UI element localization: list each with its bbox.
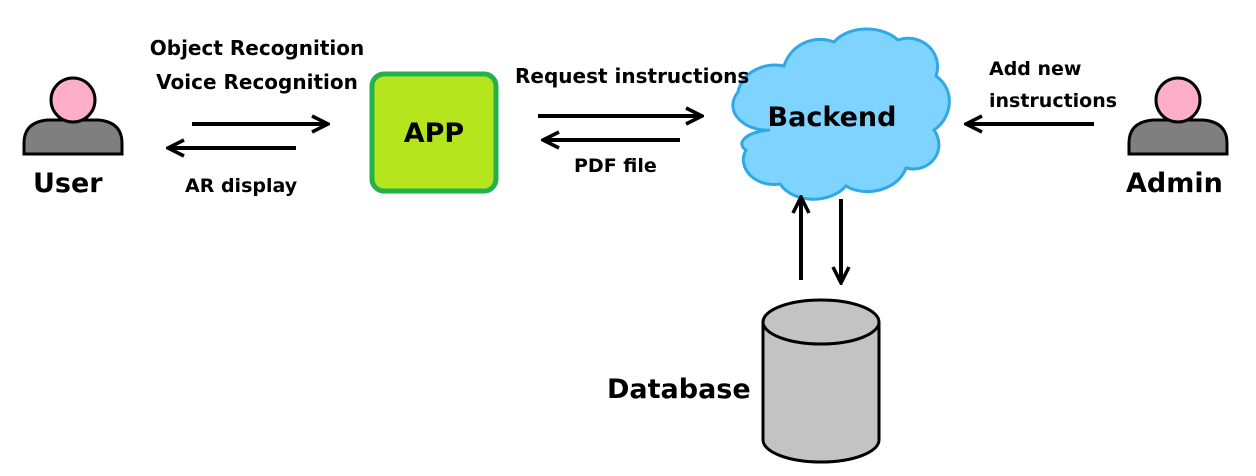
backend-label: Backend [767, 102, 897, 133]
database-body-icon [761, 322, 881, 464]
user-to-app-label-line2: Voice Recognition [156, 70, 358, 94]
database-top-icon [761, 298, 881, 346]
backend-to-app-label: PDF file [574, 155, 657, 177]
app-label: APP [403, 118, 465, 149]
admin-to-backend-label-line1: Add new [989, 58, 1082, 80]
database-label: Database [607, 374, 751, 405]
admin-actor-icon [1127, 76, 1229, 156]
user-head-icon [49, 76, 97, 124]
app-to-user-label: AR display [185, 175, 298, 197]
app-to-backend-label: Request instructions [515, 64, 750, 88]
user-actor-icon [22, 76, 124, 156]
app-box [369, 71, 499, 194]
backend-cloud-icon [731, 27, 951, 201]
admin-to-backend-label-line2: instructions [989, 90, 1118, 112]
user-body-icon [22, 118, 124, 156]
user-label: User [33, 168, 103, 199]
admin-head-icon [1154, 76, 1202, 124]
user-to-app-label-line1: Object Recognition [149, 36, 365, 60]
admin-body-icon [1127, 118, 1229, 156]
database-cylinder-icon [761, 298, 881, 464]
admin-label: Admin [1126, 168, 1223, 199]
